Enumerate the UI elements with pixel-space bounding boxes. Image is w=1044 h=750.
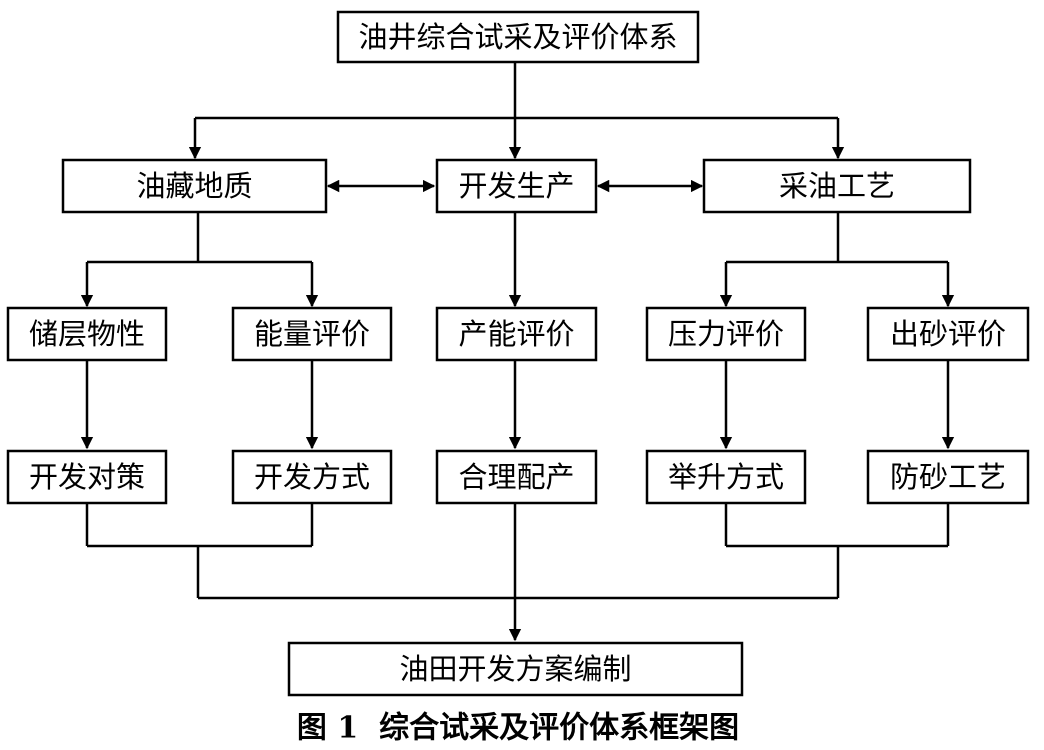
node-reservoir-props: 储层物性 xyxy=(6,306,168,362)
node-production-label: 开发生产 xyxy=(458,169,574,203)
node-technology-label: 采油工艺 xyxy=(779,169,895,203)
node-sand-control: 防砂工艺 xyxy=(866,449,1030,505)
node-rational-alloc-label: 合理配产 xyxy=(458,460,574,494)
node-geology: 油藏地质 xyxy=(61,158,328,214)
node-dev-method-label: 开发方式 xyxy=(254,460,370,494)
node-pressure-eval: 压力评价 xyxy=(645,306,807,362)
node-rational-alloc: 合理配产 xyxy=(435,449,598,505)
node-energy-eval-label: 能量评价 xyxy=(254,317,370,351)
node-dev-strategy: 开发对策 xyxy=(6,449,168,505)
node-final-plan: 油田开发方案编制 xyxy=(287,641,744,697)
connectors xyxy=(80,62,955,642)
node-sand-eval: 出砂评价 xyxy=(866,306,1030,362)
node-reservoir-props-label: 储层物性 xyxy=(29,317,145,351)
node-capacity-eval-label: 产能评价 xyxy=(458,317,574,351)
node-top: 油井综合试采及评价体系 xyxy=(336,10,700,64)
node-top-label: 油井综合试采及评价体系 xyxy=(358,20,677,54)
node-dev-strategy-label: 开发对策 xyxy=(29,460,145,494)
node-geology-label: 油藏地质 xyxy=(136,169,252,203)
node-pressure-eval-label: 压力评价 xyxy=(668,317,784,351)
node-lift-method-label: 举升方式 xyxy=(668,460,784,494)
node-dev-method: 开发方式 xyxy=(231,449,393,505)
node-lift-method: 举升方式 xyxy=(645,449,807,505)
figure-caption: 图 1 综合试采及评价体系框架图 xyxy=(297,711,739,746)
node-capacity-eval: 产能评价 xyxy=(435,306,598,362)
node-sand-eval-label: 出砂评价 xyxy=(890,317,1006,351)
node-final-plan-label: 油田开发方案编制 xyxy=(399,652,631,686)
node-energy-eval: 能量评价 xyxy=(231,306,393,362)
node-production: 开发生产 xyxy=(435,158,598,214)
node-technology: 采油工艺 xyxy=(702,158,972,214)
node-sand-control-label: 防砂工艺 xyxy=(890,460,1006,494)
